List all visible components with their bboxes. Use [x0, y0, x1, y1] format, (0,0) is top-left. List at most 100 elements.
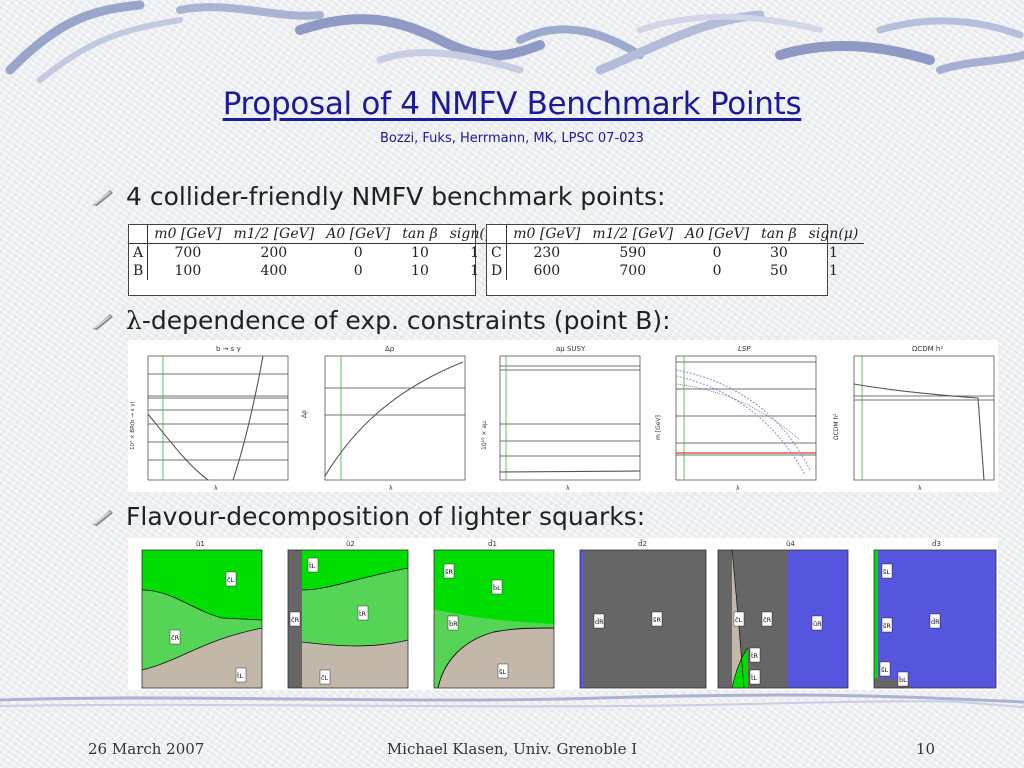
- lambda-symbol: λ: [126, 306, 142, 335]
- slide-subtitle: Bozzi, Fuks, Herrmann, MK, LPSC 07-023: [380, 131, 644, 146]
- footer-page-number: 10: [916, 740, 936, 758]
- squark-label: t̃L: [751, 674, 758, 682]
- plot-title: ũ1: [196, 540, 205, 548]
- table-header: m1/2 [GeV]: [227, 225, 321, 244]
- table-cell: 0: [353, 263, 363, 279]
- squark-label: t̃R: [751, 652, 759, 660]
- table-header: m1/2 [GeV]: [586, 225, 680, 244]
- bullet-benchmark-points: 4 collider-friendly NMFV benchmark point…: [90, 182, 665, 211]
- plot-ylabel: 10⁴ × BR(b → s γ): [129, 401, 136, 450]
- squark-plot-u2: ũ2 t̃L c̃R t̃R c̃L: [287, 540, 409, 689]
- bullet-marker-icon: [93, 189, 113, 206]
- squark-label: c̃L: [321, 674, 329, 682]
- plot-delta-rho: Δρ Δρ λ: [301, 345, 466, 492]
- bullet-lambda-dependence: λ-dependence of exp. constraints (point …: [90, 306, 671, 335]
- squark-label: d̃R: [931, 618, 940, 626]
- plot-title: aμ SUSY: [556, 345, 586, 353]
- plot-ylabel: 10¹⁰ × aμ: [481, 421, 488, 450]
- table-cell: 1: [470, 245, 480, 261]
- bullet-text: 4 collider-friendly NMFV benchmark point…: [126, 182, 666, 211]
- plot-title: ũ2: [346, 540, 355, 548]
- table-corner: [487, 225, 508, 244]
- table-cell: 1: [470, 263, 480, 279]
- squark-label: t̃L: [237, 672, 244, 680]
- bullet-marker-icon: [93, 313, 113, 330]
- table-cell: 0: [712, 245, 722, 261]
- table-header: tan β: [755, 225, 803, 244]
- bullet-marker-icon: [93, 509, 113, 526]
- plot-title: d̃2: [638, 540, 647, 548]
- row-label: A: [129, 243, 149, 262]
- table-cell: 0: [353, 245, 363, 261]
- slide-title: Proposal of 4 NMFV Benchmark Points: [222, 86, 802, 122]
- table-cell: 50: [769, 263, 788, 279]
- squark-label: c̃R: [171, 634, 180, 642]
- plot-ylabel: ΩCDM h²: [833, 413, 840, 440]
- plot-title: ũ4: [786, 540, 795, 548]
- squark-label: b̃R: [449, 620, 459, 628]
- table-header: m0 [GeV]: [506, 225, 587, 244]
- table-cell: 400: [260, 263, 288, 279]
- squark-plot-u4: ũ4 c̃L c̃R ũR t̃R t̃L: [717, 540, 849, 689]
- plot-xlabel: λ: [736, 485, 740, 492]
- bullet-flavour-decomposition: Flavour-decomposition of lighter squarks…: [90, 502, 645, 531]
- squark-label: s̃L: [499, 668, 506, 676]
- table-cell: 100: [174, 263, 202, 279]
- table-cell: 590: [619, 245, 647, 261]
- table-cell: 600: [533, 263, 561, 279]
- decorative-swoosh: [5, 0, 1024, 83]
- plot-b-to-s-gamma: b → s γ 10⁴ × BR(b → s γ) λ: [129, 345, 289, 492]
- table-corner: [129, 225, 149, 244]
- squark-plot-d2: d̃2 d̃R s̃R: [579, 540, 707, 689]
- plot-title: Δρ: [385, 345, 395, 353]
- squark-label: s̃L: [883, 568, 890, 576]
- plot-title: d̃1: [488, 540, 497, 548]
- squark-decomposition-strip: .lbl{font-size:6.5px;fill:#111}.tk{font-…: [128, 538, 998, 690]
- row-label: C: [487, 243, 508, 262]
- plot-title: b → s γ: [216, 345, 241, 353]
- table-cell: 230: [533, 245, 561, 261]
- footer-author: Michael Klasen, Univ. Grenoble I: [386, 740, 638, 758]
- table-cell: 30: [769, 245, 788, 261]
- plot-xlabel: λ: [389, 485, 393, 492]
- plot-xlabel: λ: [214, 485, 218, 492]
- squark-label: b̃L: [493, 584, 502, 592]
- squark-label: s̃R: [653, 616, 661, 624]
- plot-omega-cdm: ΩCDM h² ΩCDM h² λ: [833, 345, 995, 492]
- squark-plot-d3: d̃3 s̃L s̃R d̃R s̃L b̃L: [873, 540, 997, 689]
- plot-xlabel: λ: [566, 485, 570, 492]
- plot-a-mu: aμ SUSY 10¹⁰ × aμ λ: [481, 345, 641, 492]
- footer-decorative-line: [0, 693, 1024, 708]
- bullet-text: -dependence of exp. constraints (point B…: [141, 306, 671, 335]
- table-cell: 10: [411, 263, 429, 279]
- squark-label: d̃R: [595, 618, 604, 626]
- plot-lsp: LSP m [GeV] λ: [655, 345, 817, 492]
- table-row: A 700 200 0 10 1: [129, 243, 505, 262]
- constraint-plots-strip: b → s γ 10⁴ × BR(b → s γ) λ Δρ Δρ λ: [128, 340, 998, 492]
- squark-plot-d1: d̃1 s̃R b̃L b̃R s̃L: [433, 540, 555, 689]
- table-cell: 1: [829, 263, 838, 279]
- squark-label: c̃L: [735, 616, 743, 624]
- bullet-text: Flavour-decomposition of lighter squarks…: [126, 502, 646, 531]
- squark-label: b̃L: [899, 676, 908, 684]
- plot-xlabel: λ: [918, 485, 922, 492]
- row-label: B: [129, 262, 149, 280]
- table-cell: 700: [174, 245, 202, 261]
- table-cell: 200: [260, 245, 288, 261]
- plot-title: LSP: [738, 345, 751, 353]
- table-cell: 0: [712, 263, 722, 279]
- squark-label: s̃R: [445, 568, 453, 576]
- squark-label: c̃R: [291, 616, 300, 624]
- footer-date: 26 March 2007: [88, 740, 205, 758]
- table-cell: 10: [411, 245, 429, 261]
- table-header: tan β: [396, 225, 444, 244]
- squark-label: t̃L: [309, 562, 316, 570]
- squark-label: ũR: [813, 620, 822, 628]
- squark-label: t̃R: [359, 610, 367, 618]
- table-row: B 100 400 0 10 1: [129, 262, 505, 280]
- table-header: sign(μ): [802, 225, 865, 244]
